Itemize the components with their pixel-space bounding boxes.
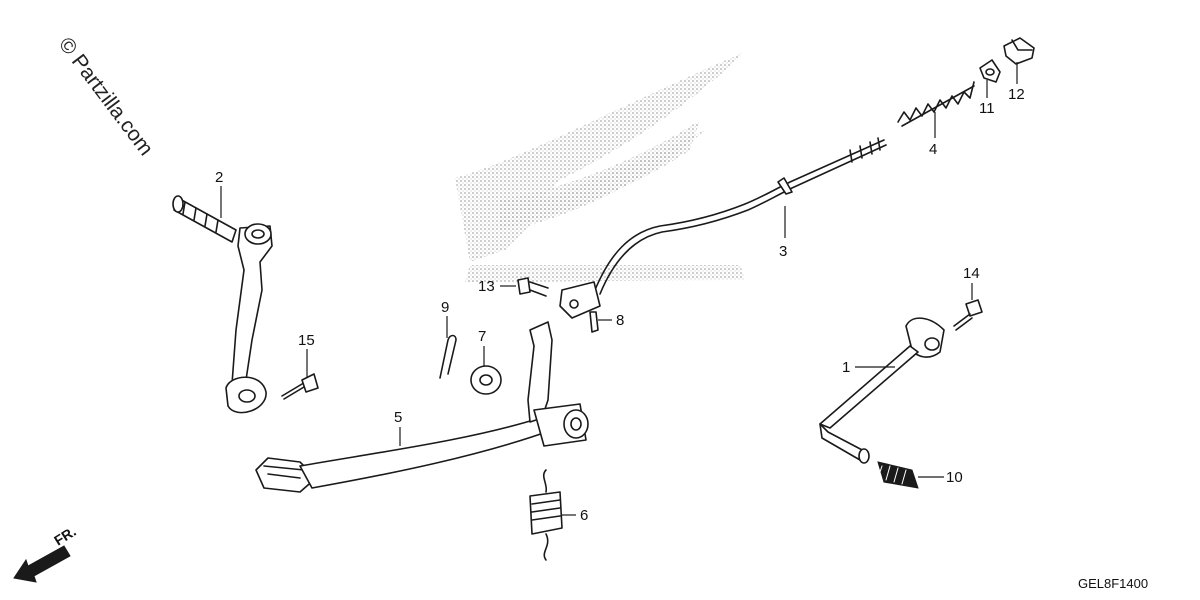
kick-starter-arm	[172, 195, 273, 414]
callout-7: 7	[478, 328, 486, 366]
callout-8: 8	[598, 312, 624, 329]
callout-number: 1	[842, 359, 850, 376]
honda-wing-logo	[455, 52, 745, 282]
diagram-code: GEL8F1400	[1078, 576, 1148, 591]
callout-9: 9	[441, 299, 449, 338]
pedal-rubber	[877, 461, 919, 489]
brake-arm-joint	[979, 59, 1001, 83]
callout-number: 5	[394, 409, 402, 426]
cotter-pin	[439, 334, 457, 379]
callout-number: 6	[580, 507, 588, 524]
callout-6: 6	[562, 507, 588, 524]
brake-rod	[559, 137, 887, 319]
callout-number: 9	[441, 299, 449, 316]
brake-pedal-return-spring	[529, 469, 563, 561]
callout-11: 11	[979, 80, 995, 117]
callout-number: 13	[478, 278, 495, 295]
front-arrow: FR.	[13, 523, 79, 583]
joint-pin	[589, 311, 599, 333]
bolt-14	[953, 299, 983, 331]
callout-number: 7	[478, 328, 486, 345]
front-label: FR.	[51, 523, 79, 549]
callout-number: 12	[1008, 86, 1025, 103]
change-pedal	[819, 317, 945, 464]
bolt-13	[517, 277, 549, 297]
brake-pedal	[255, 321, 589, 493]
callout-14: 14	[963, 265, 980, 300]
brake-adjusting-nut	[1003, 37, 1035, 65]
callout-2: 2	[215, 169, 223, 218]
callout-15: 15	[298, 332, 315, 378]
callout-3: 3	[779, 206, 787, 260]
washer	[470, 365, 502, 395]
callout-number: 4	[929, 141, 937, 158]
watermark: © Partzilla.com	[54, 33, 158, 160]
bolt-15	[281, 373, 319, 400]
callout-13: 13	[478, 278, 516, 295]
callout-12: 12	[1008, 62, 1025, 103]
callout-4: 4	[929, 112, 937, 158]
callout-number: 11	[979, 100, 995, 117]
brake-rod-spring	[897, 81, 975, 127]
callout-5: 5	[394, 409, 402, 446]
callout-number: 8	[616, 312, 624, 329]
callout-number: 15	[298, 332, 315, 349]
callout-number: 10	[946, 469, 963, 486]
callout-number: 3	[779, 243, 787, 260]
callout-number: 2	[215, 169, 223, 186]
callout-10: 10	[918, 469, 963, 486]
callout-number: 14	[963, 265, 980, 282]
callout-1: 1	[842, 359, 895, 376]
